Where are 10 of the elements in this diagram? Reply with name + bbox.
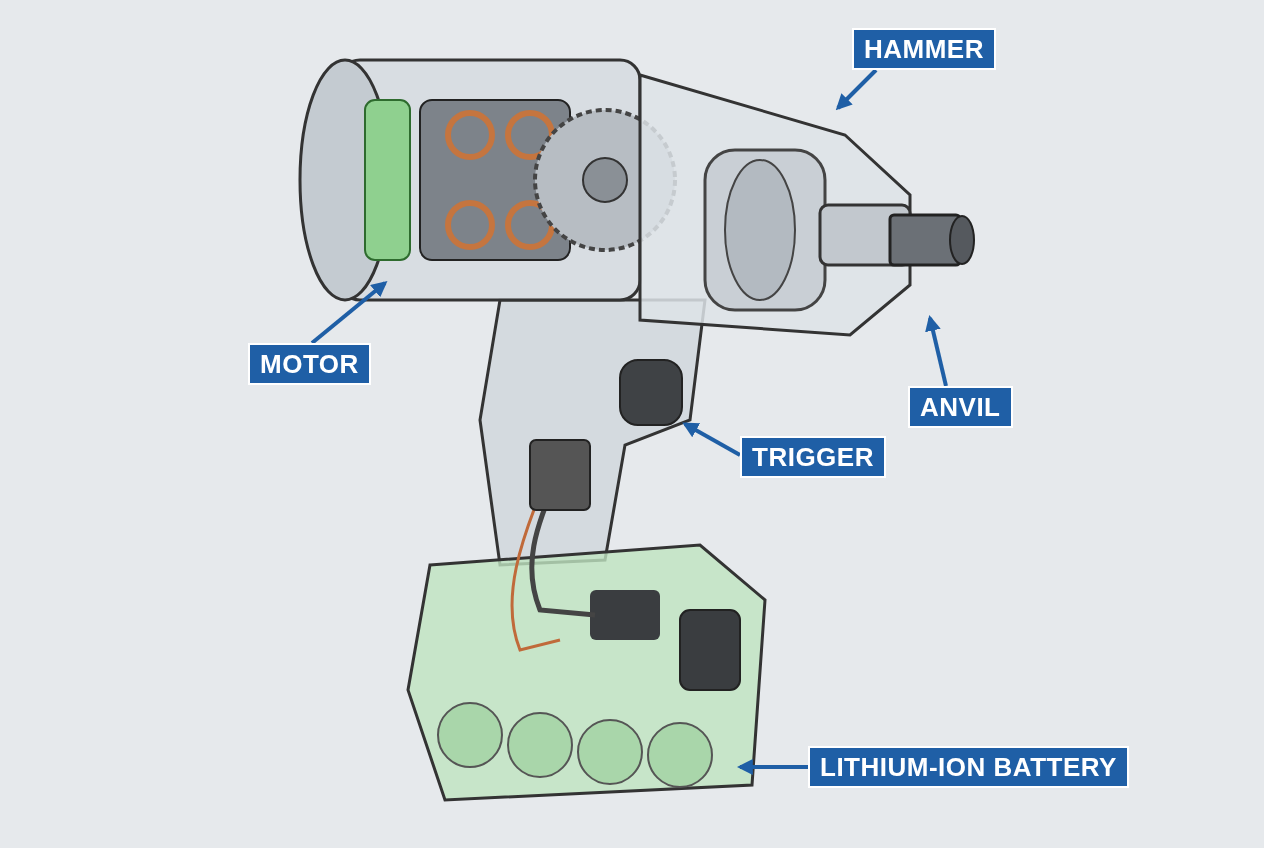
- leader-line: [835, 68, 878, 111]
- part-label: MOTOR: [248, 343, 371, 385]
- leader-line: [310, 280, 388, 345]
- leader-line: [736, 759, 808, 775]
- part-label: ANVIL: [908, 386, 1013, 428]
- part-label: LITHIUM-ION BATTERY: [808, 746, 1129, 788]
- part-label: HAMMER: [852, 28, 996, 70]
- part-label: TRIGGER: [740, 436, 886, 478]
- leader-line: [925, 314, 948, 387]
- leader-line: [682, 422, 741, 457]
